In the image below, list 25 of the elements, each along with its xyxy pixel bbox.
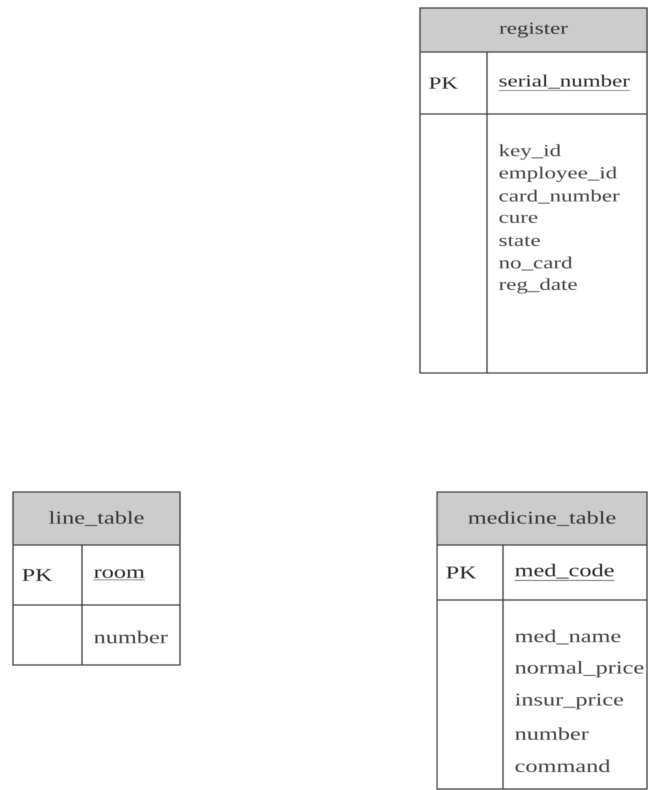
attribute-name: state <box>500 236 540 246</box>
attribute-name: no_card <box>499 256 572 270</box>
entity-table <box>436 491 648 790</box>
key-label: PK <box>429 77 458 89</box>
entity-table <box>12 491 181 666</box>
primary-key-field: room <box>93 569 146 580</box>
key-label: PK <box>446 566 476 578</box>
attribute-name: key_id <box>499 144 561 160</box>
primary-key-field: med_code <box>514 564 615 581</box>
entity-table <box>419 7 648 374</box>
table-title: line_table <box>49 511 144 526</box>
attribute-name: normal_price <box>515 661 644 678</box>
attribute-name: number <box>94 630 168 644</box>
key-label: PK <box>22 569 52 581</box>
attribute-name: card_number <box>499 190 620 204</box>
attribute-name: cure <box>499 214 538 223</box>
attribute-name: reg_date <box>499 278 577 294</box>
attribute-name: employee_id <box>500 166 617 182</box>
primary-key-field: serial_number <box>498 74 630 91</box>
table-title: register <box>500 22 568 38</box>
attribute-name: insur_price <box>515 694 624 710</box>
attribute-name: med_name <box>515 630 620 644</box>
attribute-name: command <box>516 759 610 772</box>
attribute-name: number <box>515 727 589 740</box>
table-title: medicine_table <box>468 511 616 526</box>
